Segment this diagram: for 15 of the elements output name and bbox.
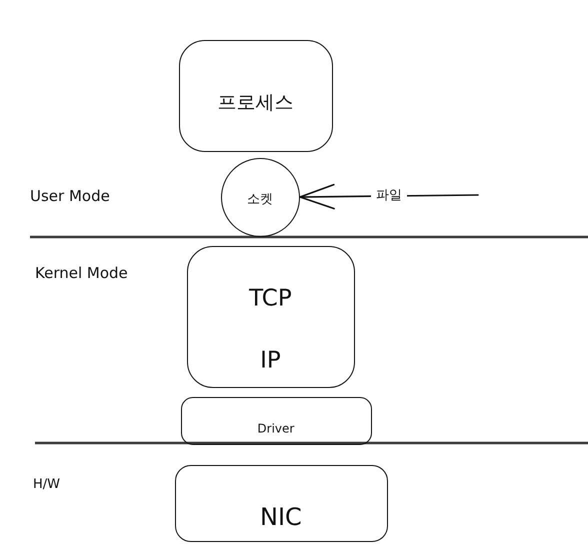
mode-label: H/W (33, 478, 60, 492)
node-label: IP (260, 348, 281, 374)
protocol-box (187, 246, 355, 388)
mode-label: User Mode (30, 188, 110, 204)
process-box (179, 40, 333, 152)
node-label: 프로세스 (217, 92, 294, 114)
socket-circle (221, 158, 300, 237)
driver-box (181, 397, 372, 445)
mode-label: Kernel Mode (35, 264, 128, 282)
node-label: NIC (260, 504, 302, 530)
node-label: Driver (257, 422, 294, 436)
nic-box (175, 465, 388, 542)
edge-label: 파일 (370, 188, 407, 204)
node-label: TCP (249, 286, 292, 312)
node-label: 소켓 (246, 192, 273, 208)
